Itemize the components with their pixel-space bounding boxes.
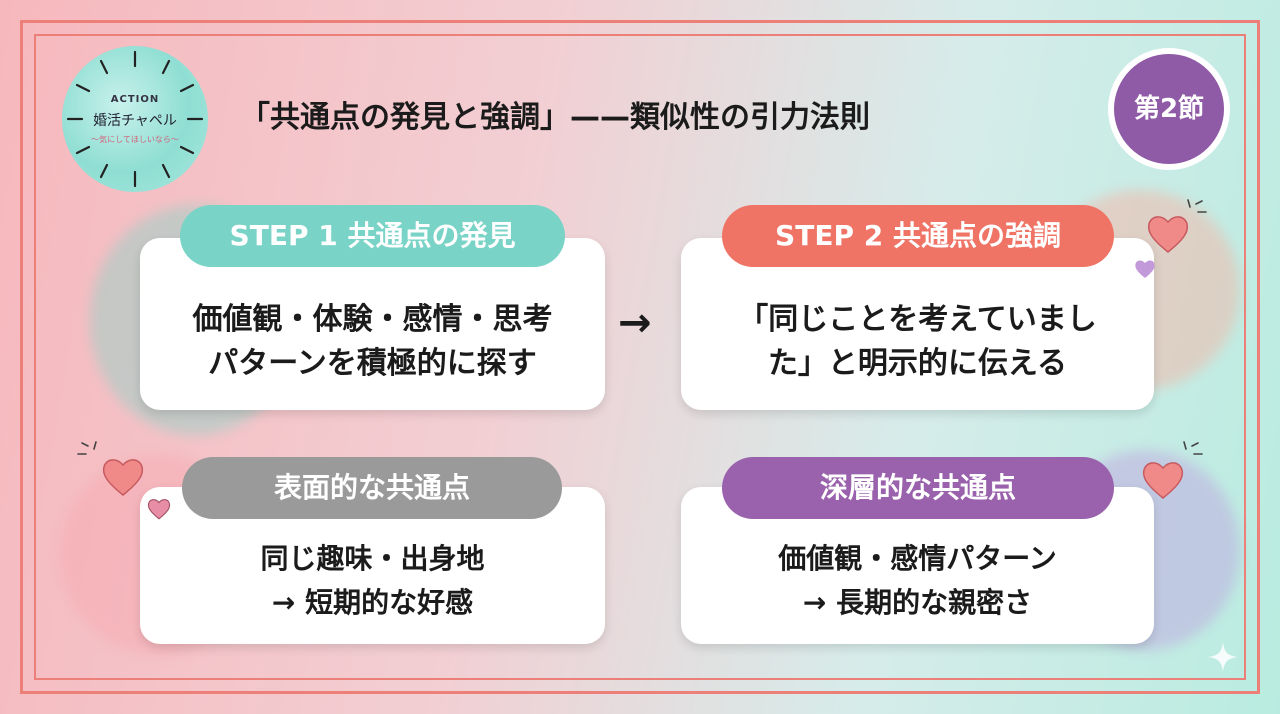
- step1-line2: パターンを積極的に探す: [208, 346, 537, 381]
- sparkle-lines-icon: [1187, 199, 1207, 213]
- logo-subtitle: 〜気にしてほしいなら〜: [91, 135, 179, 144]
- surface-line1: 同じ趣味・出身地: [260, 542, 485, 575]
- brand-logo: ACTION 婚活チャペル 〜気にしてほしいなら〜: [62, 46, 208, 192]
- step2-line2: た」と明示的に伝える: [767, 346, 1068, 381]
- right-arrow-icon: →: [618, 300, 652, 346]
- inner-frame: [34, 34, 1246, 680]
- small-heart-icon: [1135, 260, 1155, 278]
- small-heart-icon: [147, 499, 171, 520]
- step1-label-pill: STEP 1 共通点の発見: [180, 205, 565, 267]
- clock-ticks-icon: [66, 50, 204, 188]
- outer-frame: [20, 20, 1260, 694]
- section-badge-label: 第2節: [1114, 54, 1224, 164]
- surface-label-pill: 表面的な共通点: [182, 457, 562, 519]
- deep-line1: 価値観・感情パターン: [778, 542, 1057, 575]
- deep-line2: → 長期的な親密さ: [802, 586, 1033, 619]
- logo-english-text: ACTION: [110, 94, 160, 105]
- step2-label-pill: STEP 2 共通点の強調: [722, 205, 1114, 267]
- surface-line2: → 短期的な好感: [271, 586, 474, 619]
- step2-line1: 「同じことを考えていまし: [738, 302, 1097, 337]
- sparkle-icon: [1208, 642, 1238, 672]
- section-badge: 第2節: [1108, 48, 1230, 170]
- step1-line1: 価値観・体験・感情・思考: [192, 302, 553, 337]
- sparkle-lines-icon: [77, 441, 97, 455]
- heart-icon: [1142, 462, 1184, 499]
- page-title: 「共通点の発見と強調」——類似性の引力法則: [240, 100, 870, 135]
- sparkle-lines-icon: [1183, 441, 1203, 455]
- logo-japanese-text: 婚活チャペル: [93, 113, 177, 129]
- heart-icon: [1147, 216, 1189, 253]
- deep-label-pill: 深層的な共通点: [722, 457, 1114, 519]
- heart-icon: [102, 459, 144, 496]
